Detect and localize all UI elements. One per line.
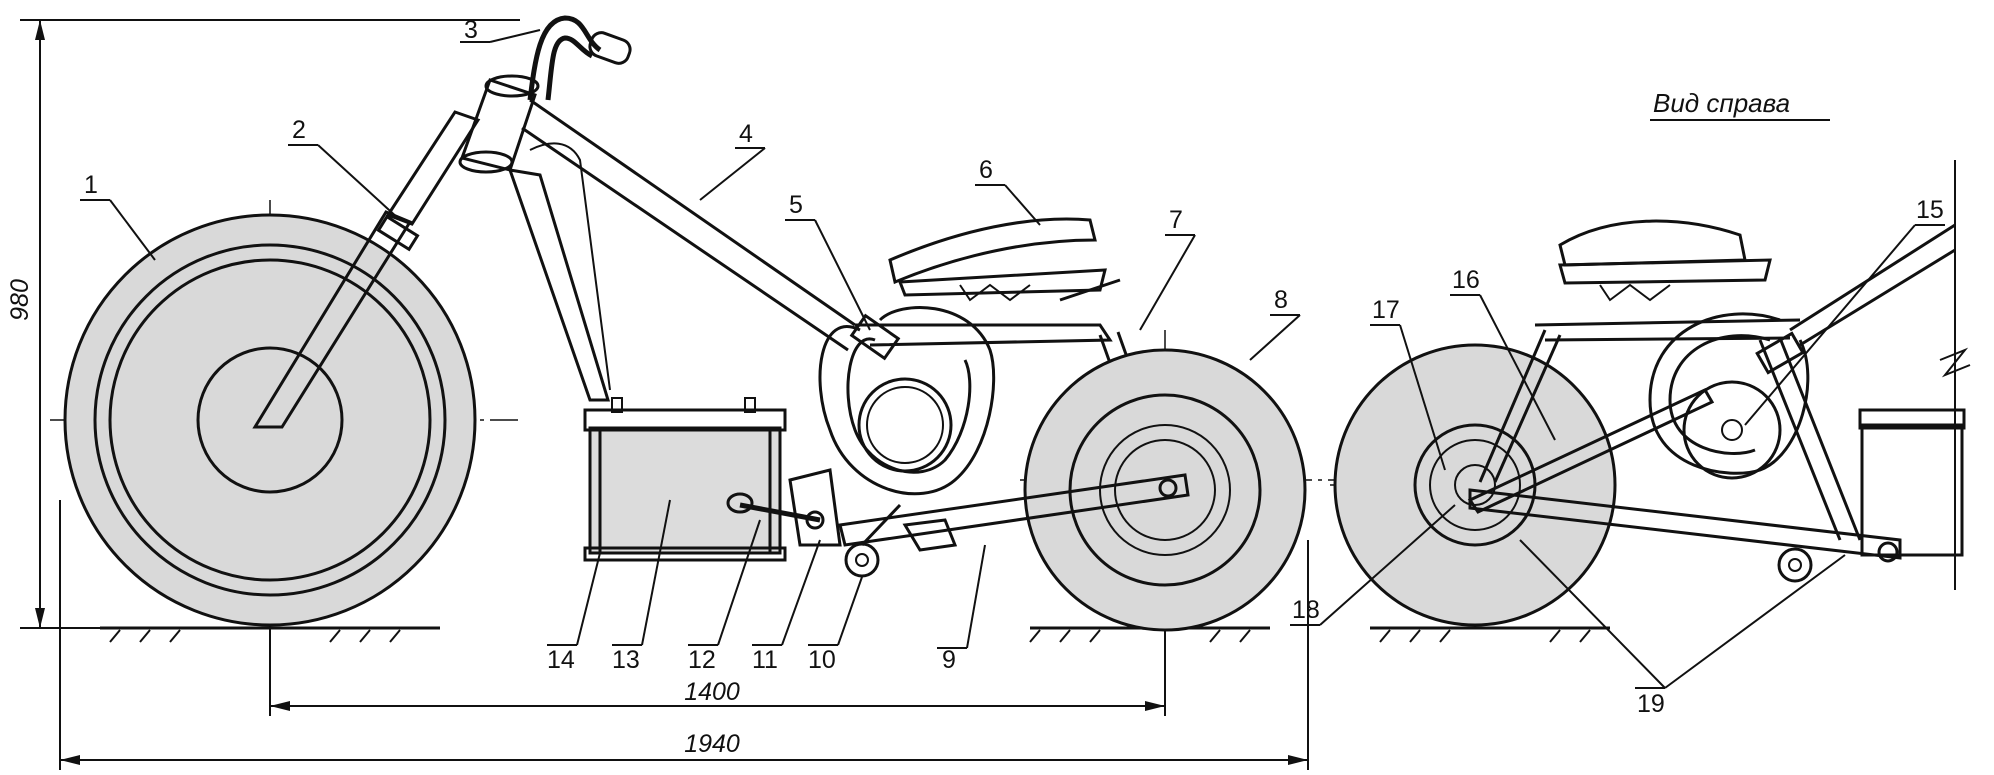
callout-11: 11 xyxy=(752,646,778,674)
callout-7: 7 xyxy=(1169,206,1183,234)
callout-2: 2 xyxy=(292,116,306,144)
ground-lines xyxy=(100,626,1610,643)
swing-arm xyxy=(838,473,1190,552)
callout-8: 8 xyxy=(1274,286,1288,314)
rear-wheel xyxy=(1023,348,1307,632)
bracket xyxy=(788,468,842,547)
callout-leaders xyxy=(80,29,1945,689)
callout-5: 5 xyxy=(789,191,803,219)
callout-14: 14 xyxy=(547,646,575,674)
side-view xyxy=(1333,160,1971,627)
callout-3: 3 xyxy=(464,16,478,44)
callout-9: 9 xyxy=(942,646,956,674)
callout-4: 4 xyxy=(739,120,753,148)
footpeg xyxy=(726,492,825,530)
engine-cover xyxy=(818,306,996,496)
dimension-overall-length: 1940 xyxy=(684,730,740,758)
handlebar xyxy=(527,15,632,101)
stand-wheel xyxy=(844,503,902,578)
box-tank xyxy=(583,397,787,562)
dimension-lines xyxy=(20,19,1309,770)
callout-13: 13 xyxy=(612,646,640,674)
front-wheel xyxy=(63,213,477,627)
callout-6: 6 xyxy=(979,156,993,184)
view-title: Вид справа xyxy=(1653,88,1790,118)
callout-12: 12 xyxy=(688,646,716,674)
callout-17: 17 xyxy=(1372,296,1400,324)
dimension-wheelbase: 1400 xyxy=(684,678,740,706)
callout-15: 15 xyxy=(1916,196,1944,224)
callout-18: 18 xyxy=(1292,596,1320,624)
main-frame xyxy=(458,74,856,402)
front-fork xyxy=(252,110,481,429)
callout-1: 1 xyxy=(84,171,98,199)
callout-10: 10 xyxy=(808,646,836,674)
callout-19: 19 xyxy=(1637,690,1665,718)
dimension-height: 980 xyxy=(6,279,34,321)
callout-16: 16 xyxy=(1452,266,1480,294)
seat xyxy=(888,217,1121,302)
